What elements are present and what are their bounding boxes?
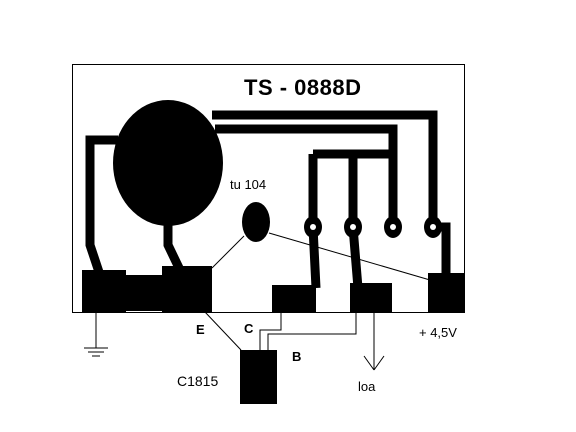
base-label: B xyxy=(292,349,302,364)
pad-collector xyxy=(272,285,316,312)
wire-base-lead xyxy=(267,312,357,350)
supply-label: + 4,5V xyxy=(419,325,457,340)
trace-top-right xyxy=(212,110,451,278)
ring-pads xyxy=(304,216,442,238)
wire-cap-emitter xyxy=(211,235,245,269)
pad-supply xyxy=(428,273,464,312)
pad-base xyxy=(350,283,392,312)
ic-blob xyxy=(113,100,223,226)
trace-left xyxy=(85,135,118,274)
trace-second xyxy=(215,124,398,227)
pad-ground xyxy=(82,270,126,312)
pad-bridge xyxy=(124,275,168,311)
emitter-label: E xyxy=(196,322,205,337)
transistor-body xyxy=(240,350,277,404)
wire-cap-supply xyxy=(268,232,431,281)
wire-collector-lead xyxy=(259,312,282,350)
bottom-pads xyxy=(82,266,464,312)
component-label: tu 104 xyxy=(230,177,267,192)
speaker-arrow-left xyxy=(363,355,375,371)
capacitor-pad xyxy=(242,202,270,242)
collector-label: C xyxy=(244,321,254,336)
speaker-label: loa xyxy=(358,379,376,394)
board-outline xyxy=(72,64,465,313)
wire-emitter-lead xyxy=(204,311,242,351)
transistor-label: C1815 xyxy=(177,373,219,389)
pad-emitter xyxy=(162,266,212,312)
board-title: TS - 0888D xyxy=(244,75,362,100)
trace-blob-center xyxy=(163,222,185,272)
wires xyxy=(84,232,431,371)
speaker-arrow-right xyxy=(373,355,385,371)
